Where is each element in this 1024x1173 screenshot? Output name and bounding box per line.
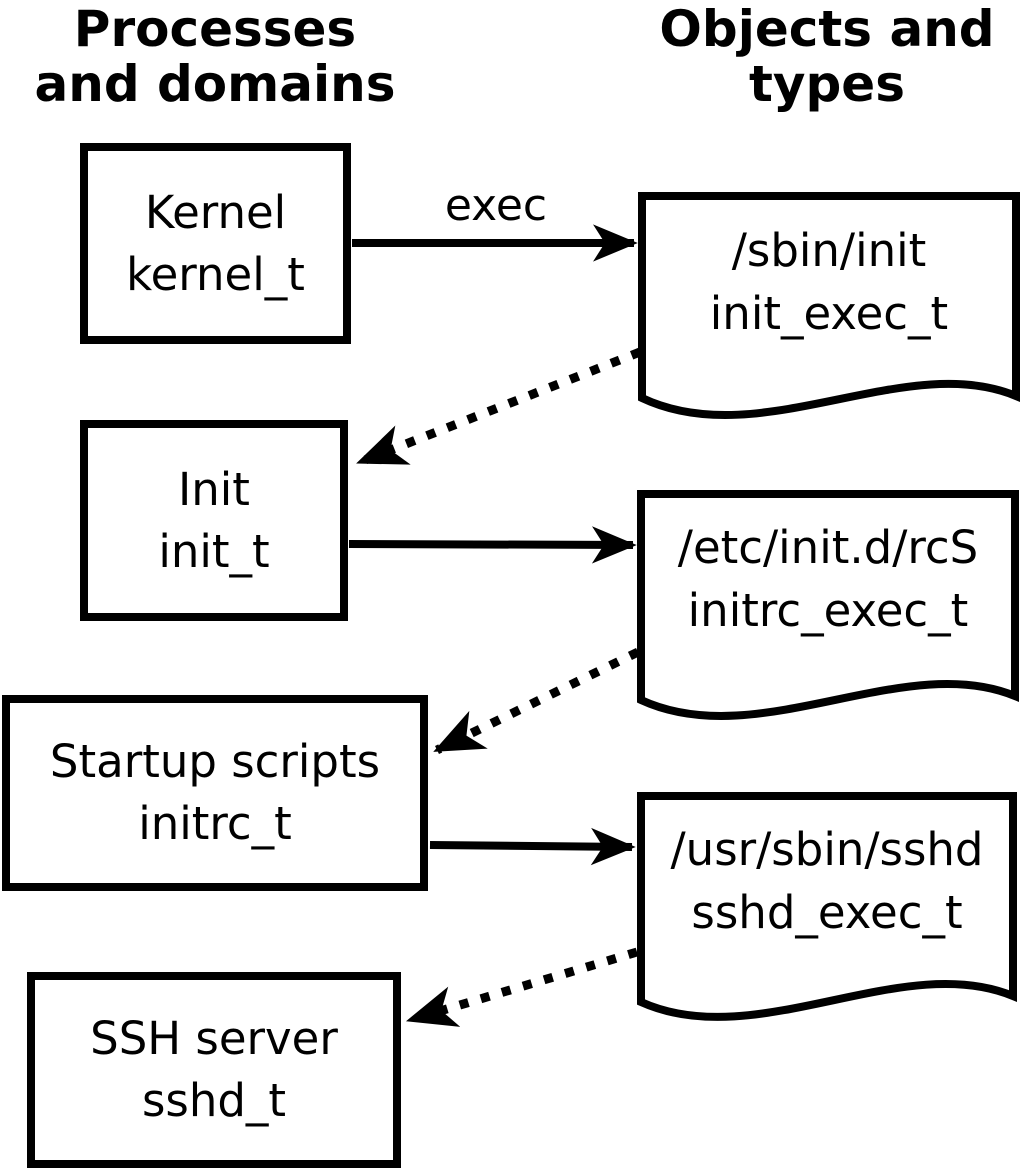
exec-arrow-label: exec xyxy=(444,180,548,231)
column-header-objects-line1: Objects and xyxy=(659,0,995,58)
column-header-objects: Objects and types xyxy=(627,2,1024,112)
process-box-startup-scripts: Startup scripts initrc_t xyxy=(2,695,428,891)
column-header-processes-line1: Processes xyxy=(73,0,357,58)
object-label-etc-initd-rcs: /etc/init.d/rcS initrc_exec_t xyxy=(641,516,1015,642)
column-header-objects-line2: types xyxy=(749,55,905,113)
object-label-sbin-init: /sbin/init init_exec_t xyxy=(642,219,1016,345)
document-shape-usr-sbin-sshd xyxy=(637,792,1017,1021)
object-type: sshd_exec_t xyxy=(691,886,963,939)
transition-arrow-sbin-init-to-init-t xyxy=(356,347,642,467)
object-path: /etc/init.d/rcS xyxy=(677,521,979,574)
process-domain: initrc_t xyxy=(138,797,292,850)
process-domain: init_t xyxy=(158,524,270,578)
column-header-processes-line2: and domains xyxy=(34,55,396,113)
document-shape-etc-initd-rcs xyxy=(637,490,1019,720)
object-path: /sbin/init xyxy=(731,224,927,277)
transition-arrow-rcs-to-initrc-t xyxy=(433,647,640,755)
transition-arrow-sshd-to-sshd-t xyxy=(405,947,639,1027)
exec-arrow-initrc-to-sshd xyxy=(429,827,636,866)
object-type: init_exec_t xyxy=(709,287,949,340)
document-shape-sbin-init xyxy=(638,192,1020,419)
object-label-usr-sbin-sshd: /usr/sbin/sshd sshd_exec_t xyxy=(641,818,1013,944)
process-name: SSH server xyxy=(90,1012,338,1065)
object-path: /usr/sbin/sshd xyxy=(670,823,984,876)
process-box-init: Init init_t xyxy=(80,420,348,621)
process-domain: sshd_t xyxy=(141,1074,287,1127)
column-header-processes: Processes and domains xyxy=(0,2,430,112)
object-type: initrc_exec_t xyxy=(687,584,969,637)
process-name: Init xyxy=(178,462,250,516)
process-box-ssh-server: SSH server sshd_t xyxy=(27,972,401,1168)
exec-arrow-init-to-rcs xyxy=(348,526,637,564)
process-domain: kernel_t xyxy=(126,247,305,301)
process-name: Startup scripts xyxy=(49,735,381,788)
process-name: Kernel xyxy=(144,185,287,239)
process-box-kernel: Kernel kernel_t xyxy=(80,143,351,344)
